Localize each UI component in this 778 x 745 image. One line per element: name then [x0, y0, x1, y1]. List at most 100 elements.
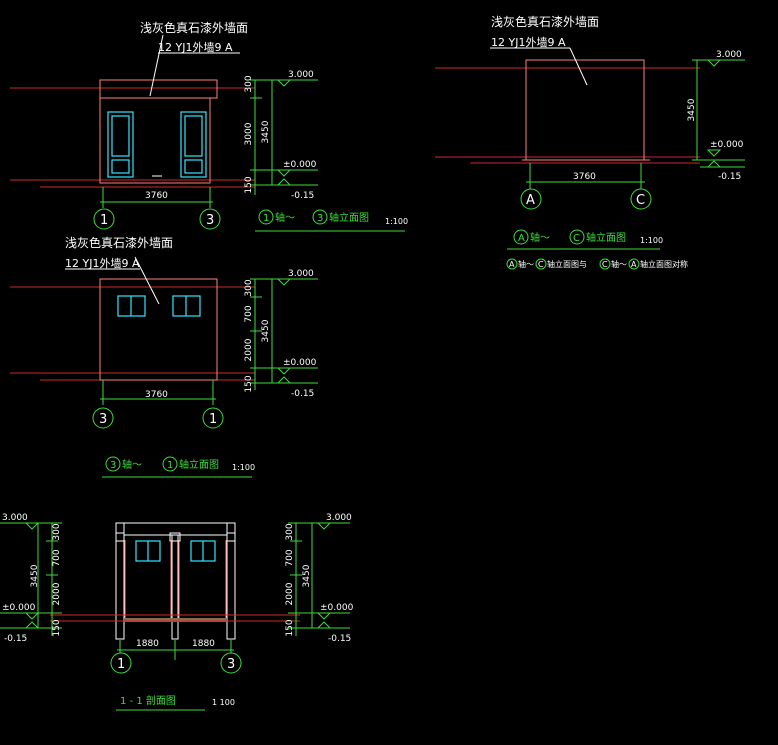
elev-marker [277, 178, 291, 186]
wall-outline [99, 97, 211, 184]
svg-text:C: C [538, 260, 544, 269]
section-1-1: 1880 1880 1 3 3.000 ±0.000 -0.15 300 700… [0, 513, 354, 711]
elev-zero: ±0.000 [283, 160, 317, 170]
svg-text:1: 1 [263, 213, 269, 224]
axis-bubble-C [630, 188, 652, 210]
svg-text:1 - 1 剖面图: 1 - 1 剖面图 [120, 694, 176, 707]
svg-text:150: 150 [244, 375, 254, 392]
window-right [190, 540, 216, 562]
axis-bubble-1 [93, 208, 115, 230]
svg-text:700: 700 [285, 549, 295, 566]
view-title-2: A 轴～ C 轴立面图 1:100 [507, 229, 663, 250]
axis-bubble-A [520, 188, 542, 210]
wall-outline [525, 59, 645, 161]
elev-marker [276, 79, 292, 87]
material-spec: 12 YJ1外墙9 A [65, 256, 140, 270]
elevation-1-3: 浅灰色真石漆外墙面 12 YJ1外墙9 A 3760 1 3 3.000 ±0.… [10, 21, 408, 232]
svg-text:700: 700 [244, 305, 254, 322]
section-wall-left [115, 522, 125, 640]
svg-text:C: C [636, 193, 645, 208]
svg-text:3450: 3450 [302, 564, 312, 587]
leader-line [134, 256, 160, 305]
material-spec: 12 YJ1外墙9 A [158, 40, 233, 54]
elev-top: 3.000 [288, 70, 314, 80]
svg-text:2000: 2000 [52, 582, 62, 605]
dim-width: 3760 [145, 191, 168, 201]
svg-text:3760: 3760 [573, 172, 596, 182]
svg-text:A: A [518, 233, 525, 244]
svg-text:轴立面图: 轴立面图 [329, 211, 369, 224]
window-right [172, 295, 201, 317]
svg-text:-0.15: -0.15 [328, 634, 351, 644]
svg-text:150: 150 [285, 619, 295, 636]
svg-text:150: 150 [52, 619, 62, 636]
svg-text:1:100: 1:100 [385, 217, 408, 226]
view-title-3: 3 轴～ 1 轴立面图 1:100 [102, 456, 255, 478]
axis-label: 1 [100, 213, 108, 228]
svg-text:3: 3 [317, 213, 323, 224]
view-title-4: 1 - 1 剖面图 1 100 [116, 694, 235, 711]
material-spec: 12 YJ1外墙9 A [491, 35, 566, 49]
svg-text:300: 300 [52, 523, 62, 540]
svg-text:±0.000: ±0.000 [283, 358, 317, 368]
svg-text:±0.000: ±0.000 [2, 603, 36, 613]
svg-text:1: 1 [167, 460, 173, 471]
elev-marker [276, 169, 292, 177]
view-note-2: A 轴～ C 轴立面图与 C 轴～ A 轴立面图对称 [506, 258, 688, 270]
section-wall-right [226, 522, 236, 640]
leader-line [569, 47, 588, 86]
svg-text:1880: 1880 [136, 639, 159, 649]
svg-text:3: 3 [99, 412, 107, 427]
door-right [180, 111, 207, 178]
svg-text:3450: 3450 [261, 319, 271, 342]
svg-text:轴～: 轴～ [275, 211, 295, 224]
axis-bubble-3 [220, 652, 242, 674]
axis-bubble-3 [199, 208, 221, 230]
svg-text:C: C [602, 260, 608, 269]
svg-text:-0.15: -0.15 [4, 634, 27, 644]
section-wall-mid [171, 534, 179, 640]
svg-text:-0.15: -0.15 [718, 172, 741, 182]
svg-text:轴立面图对称: 轴立面图对称 [640, 259, 688, 269]
dim-h150: 150 [244, 176, 254, 193]
dim-h3000: 3000 [244, 122, 254, 145]
door-left [107, 111, 134, 178]
material-note: 浅灰色真石漆外墙面 [491, 15, 599, 29]
window-left [135, 540, 161, 562]
dim-h300: 300 [244, 75, 254, 92]
dim-total: 3450 [261, 120, 271, 143]
svg-text:300: 300 [285, 523, 295, 540]
svg-text:A: A [509, 260, 515, 269]
wall-outline [99, 278, 218, 381]
svg-text:3.000: 3.000 [326, 513, 352, 523]
svg-text:3.000: 3.000 [288, 269, 314, 279]
svg-text:3: 3 [110, 460, 116, 471]
svg-text:A: A [526, 193, 535, 208]
svg-text:轴立面图: 轴立面图 [586, 231, 626, 244]
floor-slab [124, 618, 227, 622]
svg-text:3: 3 [227, 657, 235, 672]
elevation-3-1: 浅灰色真石漆外墙面 12 YJ1外墙9 A 3760 3 1 3.000 ±0.… [10, 236, 318, 478]
svg-text:3450: 3450 [30, 564, 40, 587]
svg-text:700: 700 [52, 549, 62, 566]
window-left [117, 295, 146, 317]
svg-text:1880: 1880 [192, 639, 215, 649]
svg-text:C: C [573, 233, 580, 244]
material-note: 浅灰色真石漆外墙面 [140, 21, 248, 35]
axis-bubble-1 [202, 407, 224, 429]
svg-text:轴立面图与: 轴立面图与 [547, 259, 587, 269]
axis-bubble-3 [92, 407, 114, 429]
svg-text:300: 300 [244, 279, 254, 296]
svg-text:轴～: 轴～ [122, 458, 142, 471]
svg-text:3.000: 3.000 [716, 50, 742, 60]
elevation-A-C: 浅灰色真石漆外墙面 12 YJ1外墙9 A 3760 A C 3.000 ±0.… [435, 15, 745, 270]
elev-ground: -0.15 [291, 191, 314, 201]
svg-text:-0.15: -0.15 [291, 389, 314, 399]
axis-bubble-1 [110, 652, 132, 674]
svg-text:轴立面图: 轴立面图 [179, 458, 219, 471]
svg-text:1: 1 [209, 412, 217, 427]
svg-text:1:100: 1:100 [232, 463, 255, 472]
svg-text:±0.000: ±0.000 [320, 603, 354, 613]
svg-text:轴～: 轴～ [611, 259, 627, 269]
